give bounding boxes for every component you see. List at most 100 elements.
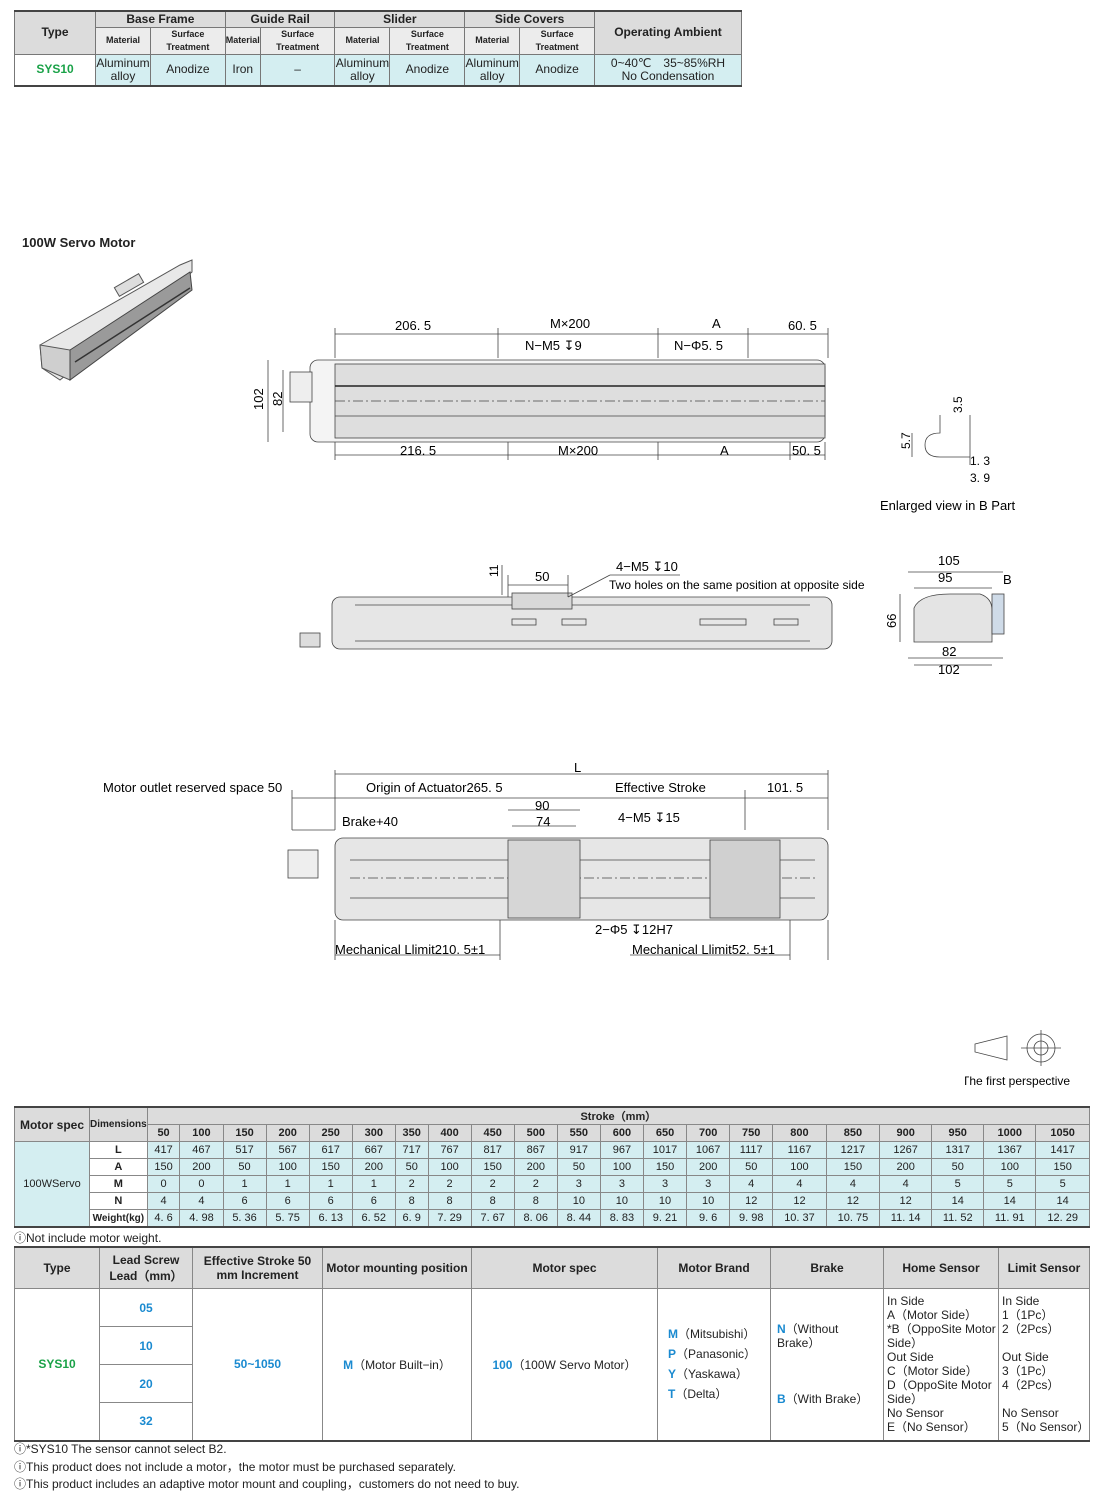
table-cell: 3 xyxy=(599,1175,644,1193)
side-view-drawing: 11 50 4−M5 ↧10 Two holes on the same pos… xyxy=(299,559,865,650)
footnote-3: ⓘThis product includes an adaptive motor… xyxy=(14,1477,520,1491)
sub-surface: Surface Treatment xyxy=(519,26,595,55)
table-cell: 8 xyxy=(427,1192,472,1210)
dim-1-3: 1. 3 xyxy=(970,454,990,468)
table-cell: 1 xyxy=(308,1175,353,1193)
header-motor-spec-order: Motor spec xyxy=(471,1246,658,1289)
table-cell: 1317 xyxy=(931,1141,985,1159)
table-cell: 5. 75 xyxy=(265,1209,310,1228)
header-stroke-inc: Effective Stroke 50 mm Increment xyxy=(192,1246,323,1289)
stroke-col-200: 200 xyxy=(265,1124,310,1142)
bf-surface: Anodize xyxy=(150,53,226,87)
stroke-col-1000: 1000 xyxy=(983,1124,1037,1142)
stroke-col-550: 550 xyxy=(556,1124,601,1142)
top-view-drawing: 206. 5 M×200 A 60. 5 N−M5 ↧9 N−Φ5. 5 102… xyxy=(251,316,829,460)
table-cell: 3 xyxy=(686,1175,731,1193)
table-cell: 12 xyxy=(879,1192,933,1210)
row-label: Weight(kg) xyxy=(89,1209,148,1228)
lead-20: 20 xyxy=(99,1364,193,1403)
header-lead: Lead Screw Lead（mm） xyxy=(99,1246,193,1289)
dim-50-5: 50. 5 xyxy=(792,443,821,458)
sub-material: Material xyxy=(95,26,151,55)
note-motor-weight: ⓘNot include motor weight. xyxy=(14,1231,162,1245)
enlarged-view-drawing: 3.5 5.7 1. 3 3. 9 Enlarged view in B Par… xyxy=(880,396,1016,513)
table-cell: 100 xyxy=(427,1158,472,1176)
table-cell: 3 xyxy=(642,1175,688,1193)
table-cell: 8 xyxy=(470,1192,515,1210)
stroke-view-drawing: L Motor outlet reserved space 50 Origin … xyxy=(103,760,829,960)
note-n-m5: N−M5 ↧9 xyxy=(525,338,582,353)
dim-102: 102 xyxy=(251,388,266,410)
header-brand: Motor Brand xyxy=(657,1246,771,1289)
row-label: L xyxy=(89,1141,148,1159)
gr-surface: – xyxy=(259,53,336,87)
row-label: N xyxy=(89,1192,148,1210)
table-cell: 200 xyxy=(686,1158,731,1176)
table-cell: 517 xyxy=(222,1141,267,1159)
table-cell: 100 xyxy=(983,1158,1037,1176)
table-cell: 14 xyxy=(1035,1192,1090,1210)
sub-surface: Surface Treatment xyxy=(259,26,336,55)
lead-10: 10 xyxy=(99,1326,193,1365)
table-cell: 8 xyxy=(394,1192,429,1210)
table-cell: 4 xyxy=(179,1192,224,1210)
sub-surface: Surface Treatment xyxy=(150,26,226,55)
motor-spec-value: 100WServo xyxy=(14,1141,90,1228)
table-cell: 10. 75 xyxy=(825,1209,881,1228)
dim-74: 74 xyxy=(536,814,550,829)
section-title: 100W Servo Motor xyxy=(22,235,136,250)
sub-material: Material xyxy=(464,26,521,55)
table-cell: 8. 44 xyxy=(556,1209,601,1228)
dim-a-top: A xyxy=(712,316,721,331)
brake-options: N（Without Brake） B（With Brake） xyxy=(770,1288,884,1441)
order-code-table: Type Lead Screw Lead（mm） Effective Strok… xyxy=(14,1246,1090,1442)
footnote-1: ⓘ*SYS10 The sensor cannot select B2. xyxy=(14,1442,227,1456)
table-cell: 1217 xyxy=(825,1141,881,1159)
table-cell: 9. 21 xyxy=(642,1209,688,1228)
table-cell: 6 xyxy=(308,1192,353,1210)
note-n-phi: N−Φ5. 5 xyxy=(674,338,723,353)
table-cell: 617 xyxy=(308,1141,353,1159)
header-stroke: Stroke（mm） xyxy=(146,1106,1091,1125)
dim-66: 66 xyxy=(884,614,899,628)
header-base-frame: Base Frame xyxy=(95,10,226,28)
table-cell: 200 xyxy=(179,1158,224,1176)
table-cell: 8 xyxy=(513,1192,558,1210)
order-type: SYS10 xyxy=(14,1288,100,1441)
end-view-drawing: 105 95 B 66 82 102 xyxy=(884,553,1012,677)
table-cell: 10 xyxy=(599,1192,644,1210)
table-cell: 12 xyxy=(825,1192,881,1210)
label-motor-outlet: Motor outlet reserved space 50 xyxy=(103,780,282,795)
header-brake: Brake xyxy=(770,1246,884,1289)
header-dimensions: Dimensions xyxy=(89,1106,148,1142)
dim-82: 82 xyxy=(270,392,285,406)
table-cell: 50 xyxy=(556,1158,601,1176)
sub-material: Material xyxy=(224,26,261,55)
dim-m200-top: M×200 xyxy=(550,316,590,331)
table-cell: 6. 9 xyxy=(394,1209,429,1228)
stroke-col-300: 300 xyxy=(351,1124,396,1142)
header-home-sensor: Home Sensor xyxy=(883,1246,999,1289)
table-cell: 0 xyxy=(179,1175,224,1193)
table-cell: 817 xyxy=(470,1141,515,1159)
table-cell: 11. 14 xyxy=(879,1209,933,1228)
dim-a-bottom: A xyxy=(720,443,729,458)
sl-surface: Anodize xyxy=(389,53,466,87)
table-cell: 4 xyxy=(825,1175,881,1193)
dim-3-9: 3. 9 xyxy=(970,471,990,485)
table-cell: 150 xyxy=(470,1158,515,1176)
table-cell: 2 xyxy=(513,1175,558,1193)
table-cell: 4. 98 xyxy=(179,1209,224,1228)
bf-material: Aluminum alloy xyxy=(95,53,151,87)
stroke-col-700: 700 xyxy=(686,1124,731,1142)
note-4-m5-15: 4−M5 ↧15 xyxy=(618,810,680,825)
header-type: Type xyxy=(14,10,96,55)
sub-surface: Surface Treatment xyxy=(389,26,466,55)
dim-95: 95 xyxy=(938,570,952,585)
dim-105: 105 xyxy=(938,553,960,568)
stroke-col-750: 750 xyxy=(729,1124,774,1142)
table-cell: 6 xyxy=(265,1192,310,1210)
table-cell: 6 xyxy=(222,1192,267,1210)
